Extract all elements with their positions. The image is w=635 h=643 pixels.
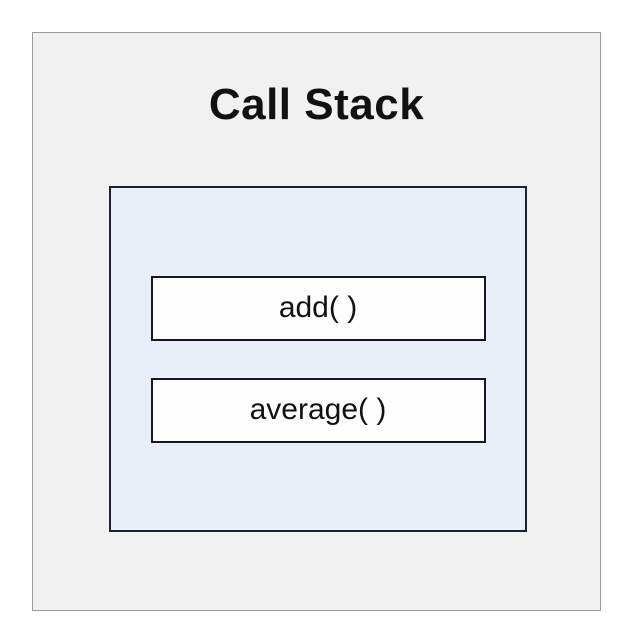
stack-frame-average: average( ) [150,377,486,443]
stack-container: add( ) average( ) [109,186,527,532]
diagram-title: Call Stack [208,80,425,129]
stack-frame-label: add( ) [278,291,358,324]
call-stack-panel: Call Stack add( ) average( ) [32,32,601,611]
stack-frame-add: add( ) [150,275,486,341]
stack-frame-label: average( ) [249,393,387,426]
